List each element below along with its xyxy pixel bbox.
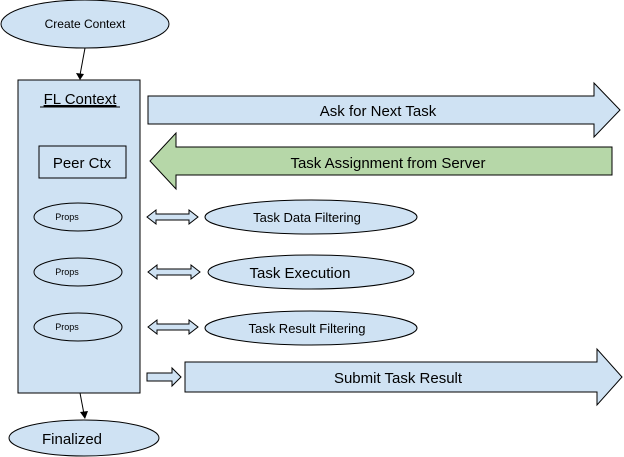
double-arrow (147, 318, 199, 336)
submit-task-result-arrow: Submit Task Result (184, 347, 623, 407)
ask-next-task-arrow: Ask for Next Task (147, 81, 621, 139)
double-arrow (146, 208, 199, 226)
peer-ctx-label: Peer Ctx (53, 155, 112, 172)
finalized-label: Finalized (42, 431, 102, 448)
peer-ctx-box: Peer Ctx (38, 145, 127, 179)
task-result-filtering-label: Task Result Filtering (248, 321, 365, 336)
props-node: Props (33, 257, 123, 287)
ask-next-task-label: Ask for Next Task (320, 103, 437, 120)
task-assignment-arrow: Task Assignment from Server (149, 131, 613, 191)
props-node: Props (33, 312, 123, 342)
double-arrow (147, 263, 201, 281)
fl-context-container: FL Context (17, 79, 141, 394)
submit-connector-arrow (146, 366, 182, 388)
finalized-node: Finalized (8, 419, 160, 457)
submit-task-result-label: Submit Task Result (334, 370, 463, 387)
connector-context-to-finalized (79, 392, 88, 419)
task-execution-node: Task Execution (207, 254, 415, 290)
task-result-filtering-node: Task Result Filtering (204, 310, 418, 346)
props-label: Props (55, 267, 79, 277)
task-data-filtering-label: Task Data Filtering (253, 210, 361, 225)
props-label: Props (55, 212, 79, 222)
task-assignment-label: Task Assignment from Server (290, 155, 485, 172)
create-context-node: Create Context (0, 0, 170, 49)
fl-context-title: FL Context (44, 91, 118, 108)
props-node: Props (33, 202, 123, 232)
props-label: Props (55, 322, 79, 332)
task-data-filtering-node: Task Data Filtering (204, 199, 418, 235)
create-context-label: Create Context (45, 17, 126, 31)
task-execution-label: Task Execution (250, 265, 351, 282)
connector-create-to-context (76, 47, 86, 80)
